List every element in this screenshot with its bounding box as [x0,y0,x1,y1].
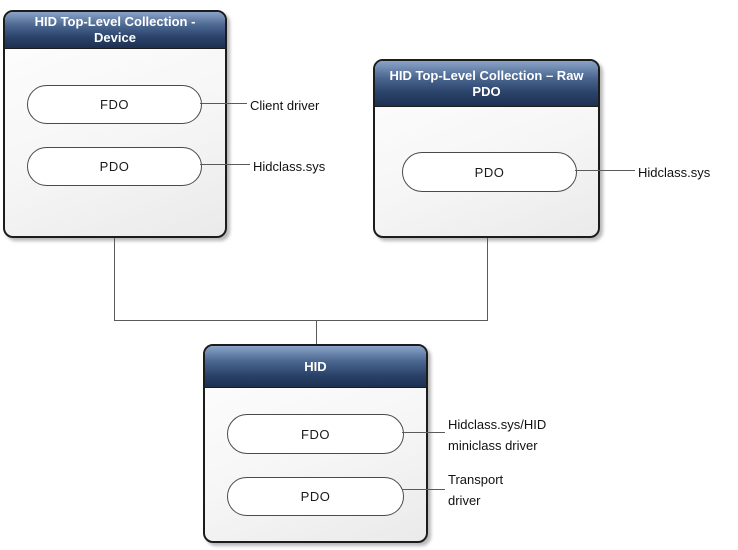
node-tlc-device-title: HID Top-Level Collection - Device [5,12,225,49]
leader-hidclass-device [200,164,250,165]
connector-hid-drop [316,320,317,344]
connector-tlc-raw-pdo-drop [487,238,488,320]
node-hid: HID FDO PDO [203,344,428,543]
node-tlc-raw-pdo-title: HID Top-Level Collection – Raw PDO [375,61,598,107]
annotation-client-driver: Client driver [250,98,320,113]
annotation-hidclass-raw: Hidclass.sys [638,165,711,180]
hid-pdo-shape: PDO [227,477,404,516]
tlc-device-pdo-shape: PDO [27,147,202,186]
annotation-miniclass-driver: Hidclass.sys/HID miniclass driver [448,417,547,453]
node-tlc-raw-pdo: HID Top-Level Collection – Raw PDO PDO [373,59,600,238]
leader-miniclass-driver [402,432,445,433]
node-hid-title: HID [205,346,426,388]
leader-client-driver [200,103,247,104]
tlc-device-fdo-shape: FDO [27,85,202,124]
leader-transport-driver [402,489,445,490]
hid-fdo-shape: FDO [227,414,404,454]
connector-tlc-device-drop [114,238,115,320]
connector-bus [114,320,488,321]
annotation-hidclass-device: Hidclass.sys [253,159,326,174]
tlc-raw-pdo-pdo-shape: PDO [402,152,577,192]
annotation-transport-driver: Transport driver [448,472,504,508]
leader-hidclass-raw [575,170,635,171]
node-tlc-device: HID Top-Level Collection - Device FDO PD… [3,10,227,238]
